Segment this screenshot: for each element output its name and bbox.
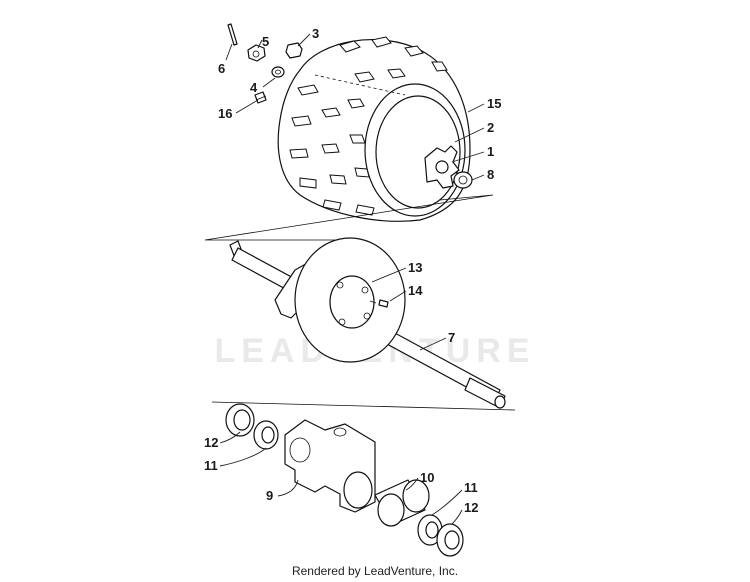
- castle-nut: [247, 44, 266, 62]
- callout-12-upper: 12: [204, 435, 218, 450]
- footer-credit: Rendered by LeadVenture, Inc.: [291, 564, 459, 578]
- bearing-housing: [284, 419, 376, 513]
- callout-8: 8: [487, 167, 494, 182]
- callout-4: 4: [250, 80, 258, 95]
- callout-11-upper: 11: [204, 458, 218, 473]
- cotter-pin: [227, 23, 238, 46]
- callout-1: 1: [487, 144, 494, 159]
- bearing-upper: [253, 420, 279, 450]
- callout-15: 15: [487, 96, 501, 111]
- callouts: 6 5 3 4 16 15 2 1 8 13 14 7 12: [204, 26, 501, 525]
- callout-6: 6: [218, 61, 225, 76]
- callout-9: 9: [266, 488, 273, 503]
- callout-14: 14: [408, 283, 423, 298]
- callout-16: 16: [218, 106, 232, 121]
- callout-10: 10: [420, 470, 434, 485]
- bearing-lower: [417, 514, 443, 546]
- hub-nut: [453, 171, 473, 189]
- callout-2: 2: [487, 120, 494, 135]
- wheel-hub: [424, 145, 460, 189]
- axle-assembly: [229, 237, 506, 409]
- spacer-tube: [374, 479, 430, 527]
- lug-nut: [285, 42, 303, 59]
- washer: [271, 66, 285, 78]
- seal-lower: [436, 523, 464, 557]
- callout-7: 7: [448, 330, 455, 345]
- callout-5: 5: [262, 34, 269, 49]
- callout-12-lower: 12: [464, 500, 478, 515]
- callout-3: 3: [312, 26, 319, 41]
- callout-11-lower: 11: [464, 480, 478, 495]
- tire-assembly: [277, 36, 471, 222]
- seal-upper: [225, 403, 255, 437]
- callout-13: 13: [408, 260, 422, 275]
